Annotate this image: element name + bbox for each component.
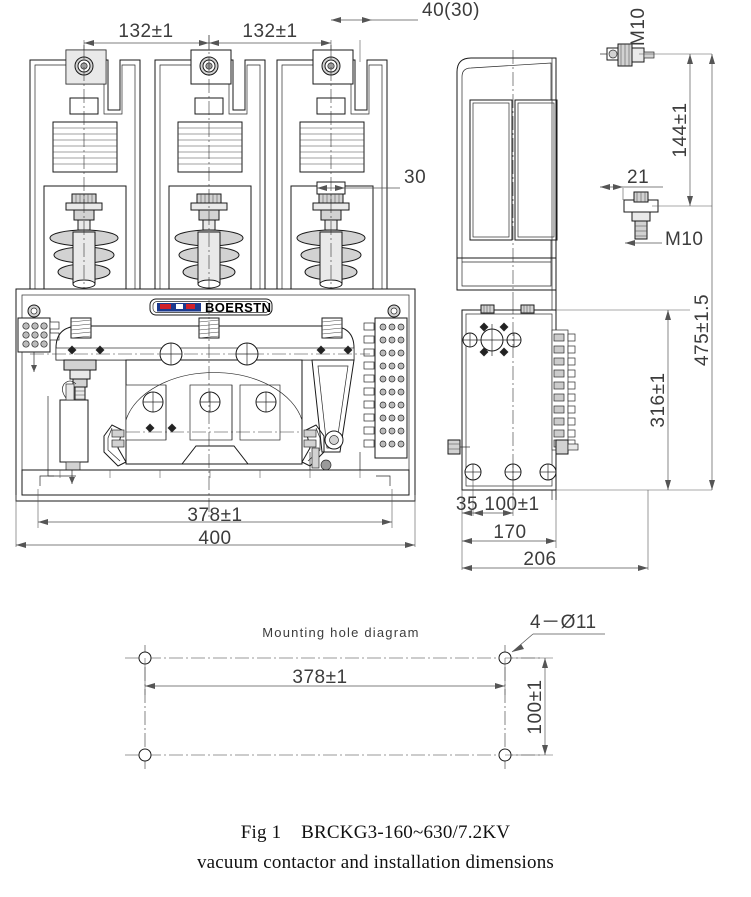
dim-top-m10: M10 [628, 8, 649, 46]
side-vertical-dimensions: 144±1 475±1.5 316±1 [556, 53, 715, 491]
moving-contact-assembly [125, 342, 303, 465]
figure-caption-line-1: Fig 1 BRCKG3-160~630/7.2KV [240, 822, 511, 843]
front-view: 132±1 132±1 40(30) [15, 0, 480, 549]
auxiliary-component-box [47, 380, 89, 484]
lower-m10-stud: M10 [623, 191, 703, 250]
hole-callout-leader: 4－Ø11 [511, 612, 605, 653]
dim-terminal-offset: 40(30) [422, 0, 480, 21]
front-top-dimension-chain: 132±1 132±1 40(30) [83, 0, 480, 62]
dim-body-depth: 170 [493, 522, 526, 543]
product-nameplate: BOERSTN [149, 298, 273, 316]
dim-pole-pitch-left: 132±1 [118, 21, 173, 42]
side-bottom-dimensions: 35 100±1 170 206 [456, 480, 649, 571]
dim-mounting-width: 378±1 [187, 505, 242, 526]
operating-coil-lever [309, 359, 361, 471]
side-lower-enclosure [447, 300, 579, 500]
dim-terminal-width-group: 30 [317, 167, 426, 191]
dim-hole-callout: 4－Ø11 [530, 612, 597, 633]
dim-overall-width: 400 [198, 528, 231, 549]
pole-assembly-1 [29, 45, 141, 301]
mh-horizontal-dimension: 378±1 [144, 658, 506, 695]
top-m10-stud: M10 [600, 8, 655, 67]
pole-assemblies [29, 35, 388, 301]
mounting-hole-diagram-title: Mounting hole diagram [262, 625, 419, 640]
dim-overall-height: 475±1.5 [692, 294, 713, 366]
pole-assembly-2 [154, 35, 266, 301]
side-terminal-strip [551, 329, 576, 451]
pole-assembly-3 [276, 45, 388, 301]
figure-caption: Fig 1 BRCKG3-160~630/7.2KV vacuum contac… [0, 818, 751, 878]
dim-stud-offset: 21 [627, 167, 649, 188]
right-terminal-block [363, 317, 408, 459]
dim-upper-height: 144±1 [670, 102, 691, 157]
dim-pole-pitch-right: 132±1 [242, 21, 297, 42]
dim-lower-m10: M10 [665, 229, 703, 250]
spring-right [321, 317, 343, 339]
dim-body-height: 316±1 [648, 372, 669, 427]
dim-overall-depth: 206 [523, 549, 556, 570]
mh-vertical-dimension: 100±1 [505, 657, 553, 756]
dim-stud-offset-group: 21 [600, 167, 663, 200]
spring-left [70, 317, 92, 339]
contact-crossbar [30, 317, 370, 361]
front-bottom-dimensions: 378±1 400 [15, 489, 416, 549]
dim-mh-vertical-pitch: 100±1 [525, 679, 546, 734]
mechanism-link-arms [103, 424, 325, 467]
boerstn-logo-mark [157, 303, 201, 312]
dim-mh-horizontal-pitch: 378±1 [292, 667, 347, 688]
left-terminal-block [17, 317, 60, 372]
dim-terminal-width: 30 [404, 167, 426, 188]
dim-base-edge: 35 [456, 494, 478, 515]
front-main-body: BOERSTN [15, 288, 416, 520]
mounting-hole-bottom-left [138, 748, 152, 762]
side-view: M10 M10 [447, 8, 715, 571]
mounting-hole-diagram: Mounting hole diagram [125, 612, 605, 770]
brand-name-label: BOERSTN [205, 300, 271, 315]
figure-caption-line-2: vacuum contactor and installation dimens… [196, 852, 555, 873]
dim-mounting-depth: 100±1 [484, 494, 539, 515]
